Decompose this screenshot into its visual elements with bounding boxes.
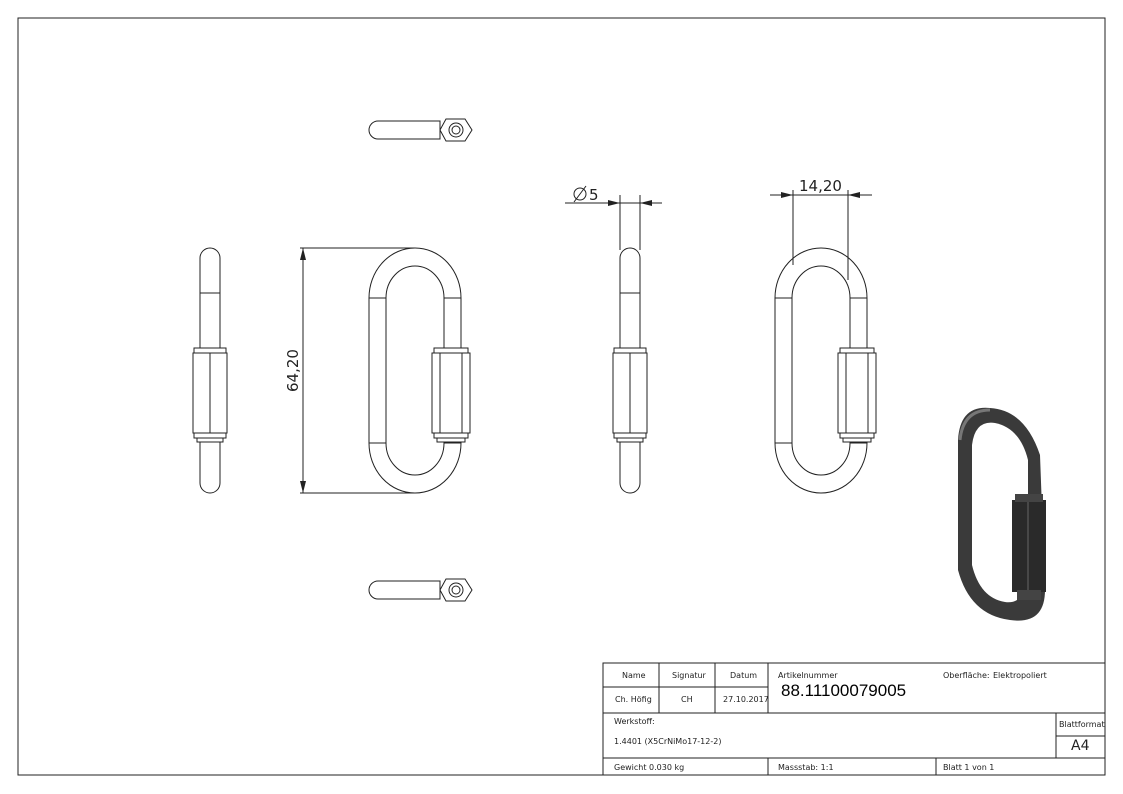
name-value: Ch. Höfig xyxy=(615,695,652,704)
date-value: 27.10.2017 xyxy=(723,695,769,704)
width-dimension: 14,20 xyxy=(770,177,872,280)
date-label: Datum xyxy=(730,671,758,680)
width-dimension-label: 14,20 xyxy=(799,177,842,195)
height-dimension: 64,20 xyxy=(284,247,415,494)
surface-value: Elektropoliert xyxy=(993,671,1047,680)
front-view-2 xyxy=(774,247,877,494)
name-label: Name xyxy=(622,671,646,680)
sheet-number: Blatt 1 von 1 xyxy=(943,763,995,772)
left-side-view xyxy=(192,247,228,494)
article-label: Artikelnummer xyxy=(778,671,838,680)
material-label: Werkstoff: xyxy=(614,717,655,726)
scale: Massstab: 1:1 xyxy=(778,763,834,772)
isometric-render xyxy=(958,407,1046,621)
top-view xyxy=(368,118,473,142)
format-label: Blattformat xyxy=(1059,720,1105,729)
signature-value: CH xyxy=(681,695,693,704)
diameter-dimension-label: 5 xyxy=(589,186,599,204)
signature-label: Signatur xyxy=(672,671,706,680)
sheet-border xyxy=(17,17,1106,776)
height-dimension-label: 64,20 xyxy=(284,349,302,392)
right-side-view xyxy=(612,247,648,494)
front-view xyxy=(368,247,471,494)
format-value: A4 xyxy=(1071,738,1090,754)
material-value: 1.4401 (X5CrNiMo17-12-2) xyxy=(614,737,722,746)
title-block-lines xyxy=(602,662,1106,776)
bottom-view xyxy=(368,578,473,602)
surface-label: Oberfläche: xyxy=(943,671,990,680)
diameter-dimension: 5 xyxy=(565,185,662,250)
article-number: 88.11100079005 xyxy=(781,681,907,700)
weight: Gewicht 0.030 kg xyxy=(614,763,685,772)
